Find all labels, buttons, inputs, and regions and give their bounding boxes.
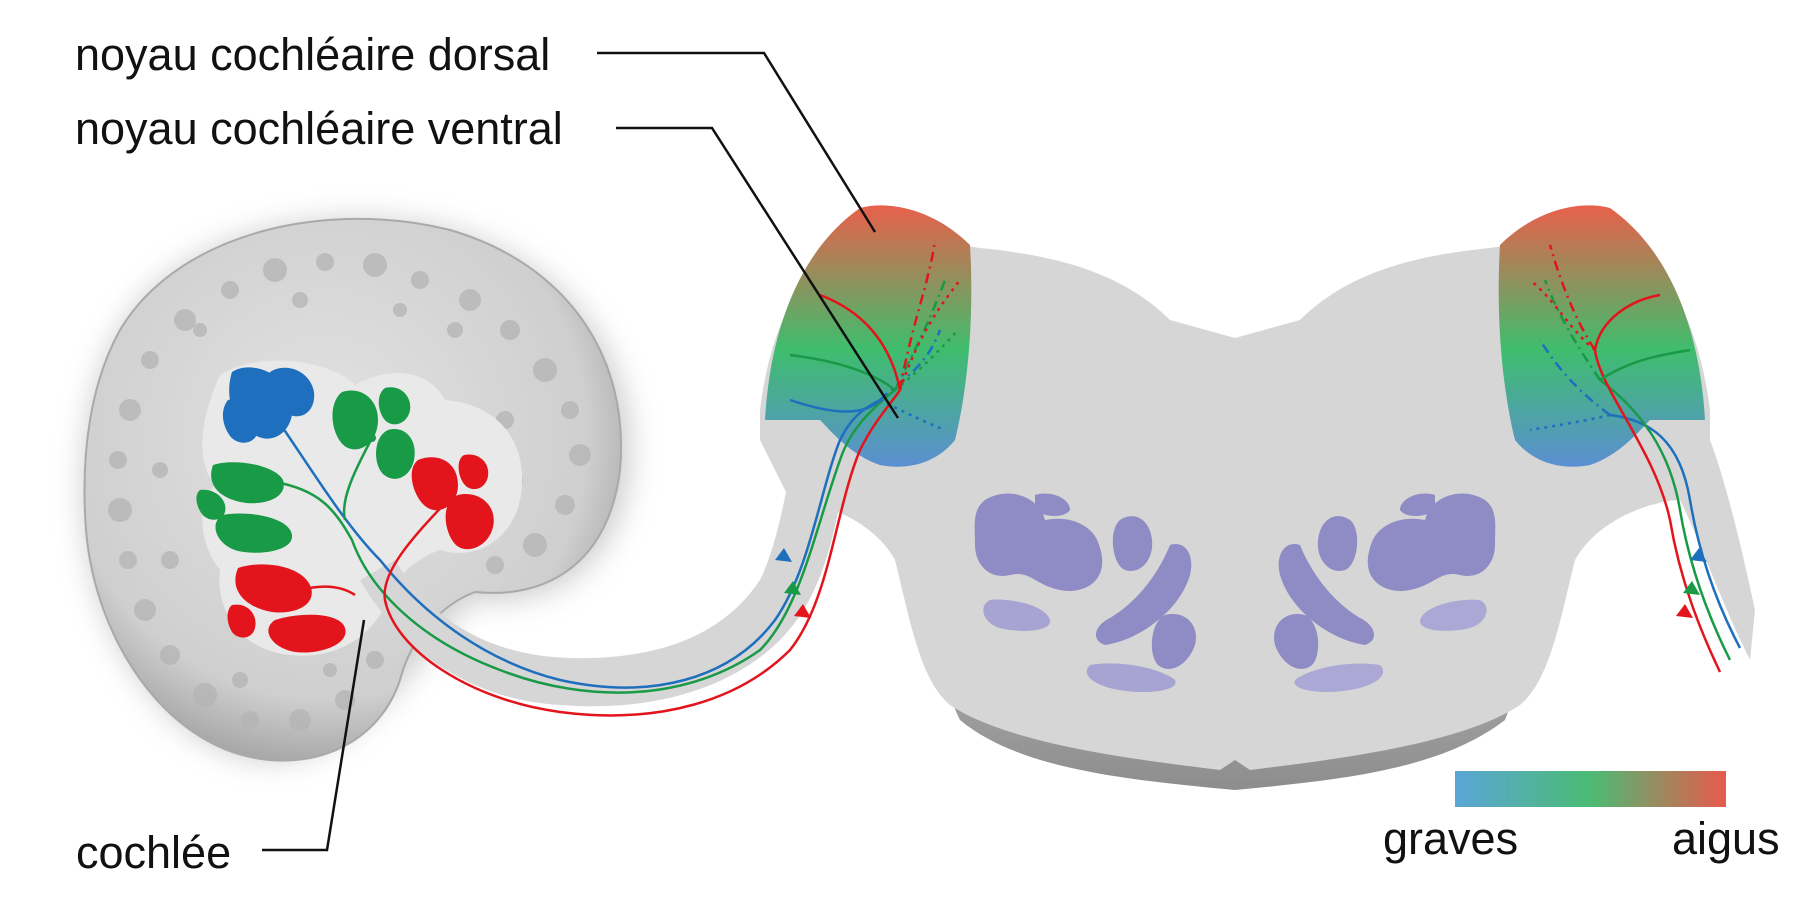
right-nuclei: [1274, 493, 1496, 692]
leader-ventral: [616, 126, 900, 419]
leader-dorsal: [597, 51, 877, 233]
fiber-mid-left: [274, 389, 896, 694]
leader-cochlea: [262, 619, 366, 852]
dorsal-nucleus-label: noyau cochléaire dorsal: [75, 29, 551, 80]
ventral-nucleus-label: noyau cochléaire ventral: [75, 103, 563, 154]
fiber-high-left: [383, 389, 902, 717]
right-cochlear-nucleus: [1498, 205, 1705, 467]
legend-low-label: graves: [1383, 813, 1519, 864]
section-high: [227, 454, 494, 653]
bone-pores: [108, 253, 591, 731]
section-mid-1: [332, 387, 415, 479]
legend-gradient-bar: [1455, 771, 1726, 807]
cochlea-illustration: [83, 217, 631, 762]
fibers-right: [1529, 244, 1742, 673]
fiber-dots: [258, 394, 452, 594]
legend-high-label: aigus: [1672, 813, 1780, 864]
fiber-high2-left: [299, 585, 356, 597]
fibers-left-nucleus: [789, 239, 961, 432]
fiber-mid2-left: [342, 437, 374, 521]
brainstem-section: [760, 205, 1755, 790]
left-cochlear-nucleus: [765, 205, 972, 467]
cochlea-label: cochlée: [76, 827, 232, 878]
leader-lines: [262, 51, 900, 852]
left-nuclei-light: [983, 599, 1176, 692]
fiber-arrowheads: [775, 548, 1707, 618]
section-mid-2: [196, 462, 293, 553]
fibers-left: [260, 389, 902, 717]
auditory-nerve: [360, 415, 870, 707]
fiber-low-left: [260, 397, 881, 689]
